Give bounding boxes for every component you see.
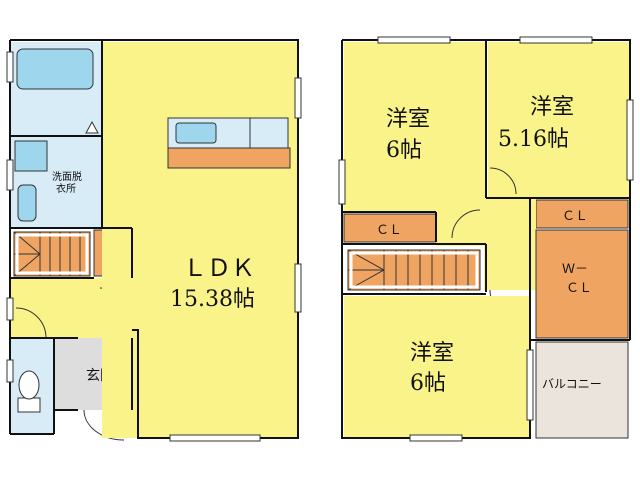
sink-icon [175, 122, 217, 144]
room-s [344, 296, 530, 438]
kitchen-counter [167, 117, 291, 169]
washroom-label-2: 衣所 [56, 182, 76, 195]
room-nw [344, 42, 486, 212]
walkin-label-2: ＣＬ [566, 281, 592, 296]
room-ne [488, 42, 630, 198]
door-swing-toilet [15, 307, 47, 339]
door-swing-entrance [83, 409, 125, 441]
windows-floor-2 [338, 36, 634, 442]
counter-storage [167, 147, 291, 169]
door-swing-ne [489, 167, 517, 195]
bathtub-icon [16, 48, 94, 90]
room-nw-size: 6帖 [386, 138, 422, 163]
step-icon [85, 120, 99, 134]
ldk-size: 15.38帖 [170, 287, 255, 312]
room-ne-label: 洋室 [530, 95, 574, 120]
room-s-size: 6帖 [410, 371, 446, 396]
washbasin-icon [14, 140, 48, 172]
floor-1: 洗面脱 衣所 物 玄関 [6, 39, 302, 442]
stairs-1 [13, 231, 91, 277]
washroom-label-1: 洗面脱 [52, 170, 82, 183]
ldk-label: ＬＤＫ [183, 254, 255, 282]
walkin-label-1: Ｗ－ [562, 262, 588, 277]
balcony-label: バルコニー [542, 377, 602, 391]
windows-floor-1 [6, 51, 302, 442]
walk-in-closet [535, 229, 629, 339]
door-swing-nw [451, 209, 481, 239]
closet-left [343, 213, 437, 243]
closet-right-label: ＣＬ [562, 209, 588, 224]
shoe-storage [54, 338, 78, 410]
stairs-2 [344, 246, 484, 294]
room-ne-size: 5.16帖 [498, 127, 569, 152]
room-nw-label: 洋室 [386, 107, 430, 132]
closet-left-label: ＣＬ [376, 223, 402, 238]
balcony [535, 341, 629, 439]
washing-machine-icon [17, 184, 37, 222]
floor-2: 洋室 6帖 洋室 5.16帖 ＣＬ ＣＬ [338, 36, 634, 442]
toilet-bowl-icon [18, 370, 40, 400]
room-s-label: 洋室 [410, 341, 454, 366]
toilet-tank-icon [17, 397, 41, 413]
